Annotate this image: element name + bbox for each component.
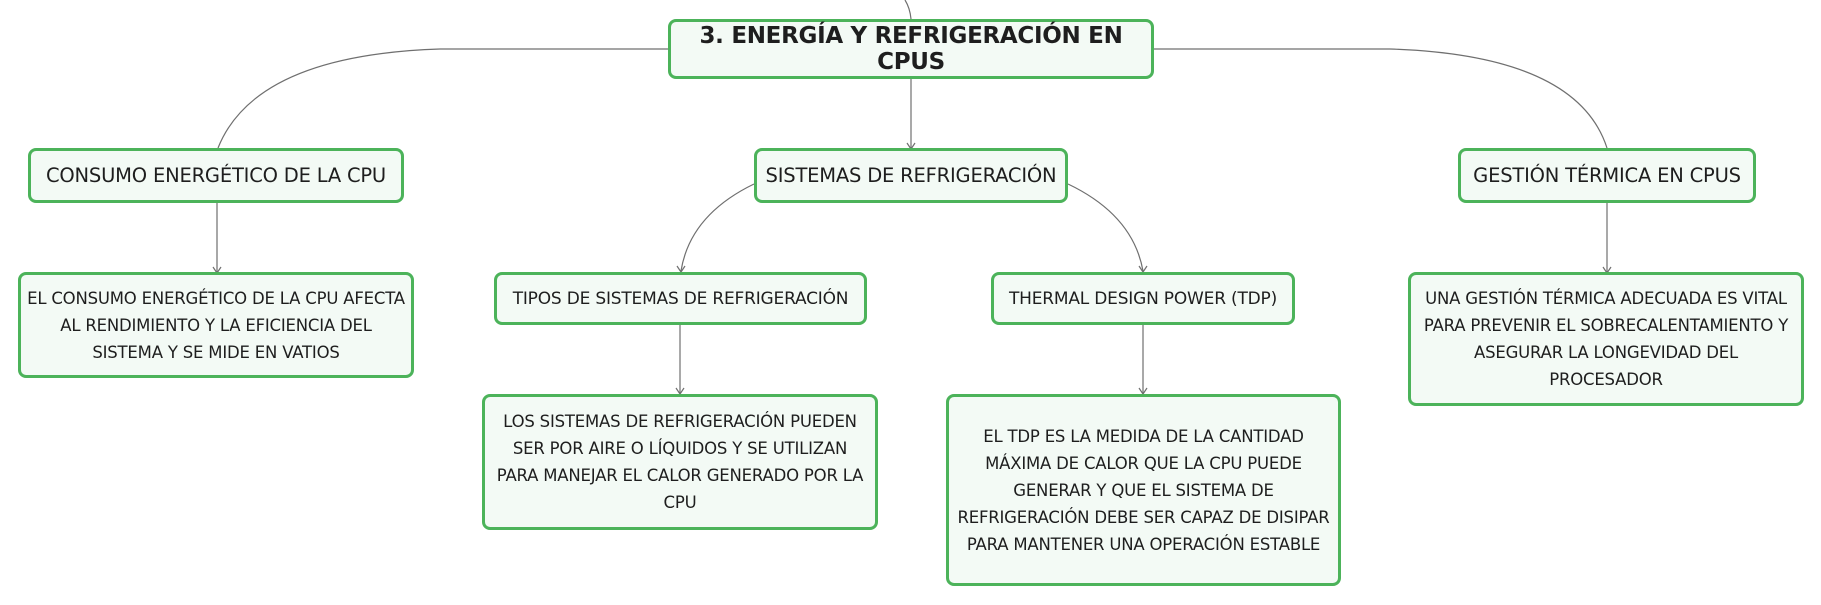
topic-node-sistemas[interactable]: SISTEMAS DE REFRIGERACIÓN (754, 148, 1068, 203)
topic-node-consumo[interactable]: CONSUMO ENERGÉTICO DE LA CPU (28, 148, 404, 203)
subtopic-node-tdp[interactable]: THERMAL DESIGN POWER (TDP) (991, 272, 1295, 325)
connector-root-to-gestion (1154, 48, 1608, 149)
root-topic-label: 3. ENERGÍA Y REFRIGERACIÓN EN CPUS (699, 23, 1123, 75)
detail-node-tdp[interactable]: EL TDP ES LA MEDIDA DE LA CANTIDAD MÁXIM… (946, 394, 1341, 586)
topic-node-gestion[interactable]: GESTIÓN TÉRMICA EN CPUS (1458, 148, 1756, 203)
topic-label-sistemas: SISTEMAS DE REFRIGERACIÓN (765, 164, 1057, 187)
detail-text-consumo: EL CONSUMO ENERGÉTICO DE LA CPU AFECTA A… (27, 288, 405, 362)
root-topic-node[interactable]: 3. ENERGÍA Y REFRIGERACIÓN EN CPUS (668, 19, 1154, 79)
subtopic-node-tipos[interactable]: TIPOS DE SISTEMAS DE REFRIGERACIÓN (494, 272, 867, 325)
subtopic-label-tdp: THERMAL DESIGN POWER (TDP) (1008, 288, 1277, 309)
connector-sistemas-to-tdp (1067, 183, 1144, 272)
topic-label-consumo: CONSUMO ENERGÉTICO DE LA CPU (45, 164, 387, 187)
connector-sistemas-to-tipos (680, 183, 755, 272)
detail-text-gestion: UNA GESTIÓN TÉRMICA ADECUADA ES VITAL PA… (1423, 289, 1789, 389)
connector-parent-to-root (904, 0, 912, 20)
detail-node-tipos[interactable]: LOS SISTEMAS DE REFRIGERACIÓN PUEDEN SER… (482, 394, 878, 530)
topic-label-gestion: GESTIÓN TÉRMICA EN CPUS (1473, 164, 1741, 187)
detail-text-tdp: EL TDP ES LA MEDIDA DE LA CANTIDAD MÁXIM… (957, 426, 1330, 554)
detail-node-gestion[interactable]: UNA GESTIÓN TÉRMICA ADECUADA ES VITAL PA… (1408, 272, 1804, 406)
subtopic-label-tipos: TIPOS DE SISTEMAS DE REFRIGERACIÓN (512, 288, 849, 309)
detail-node-consumo[interactable]: EL CONSUMO ENERGÉTICO DE LA CPU AFECTA A… (18, 272, 414, 378)
detail-text-tipos: LOS SISTEMAS DE REFRIGERACIÓN PUEDEN SER… (496, 412, 864, 512)
connector-root-to-consumo (217, 48, 668, 149)
